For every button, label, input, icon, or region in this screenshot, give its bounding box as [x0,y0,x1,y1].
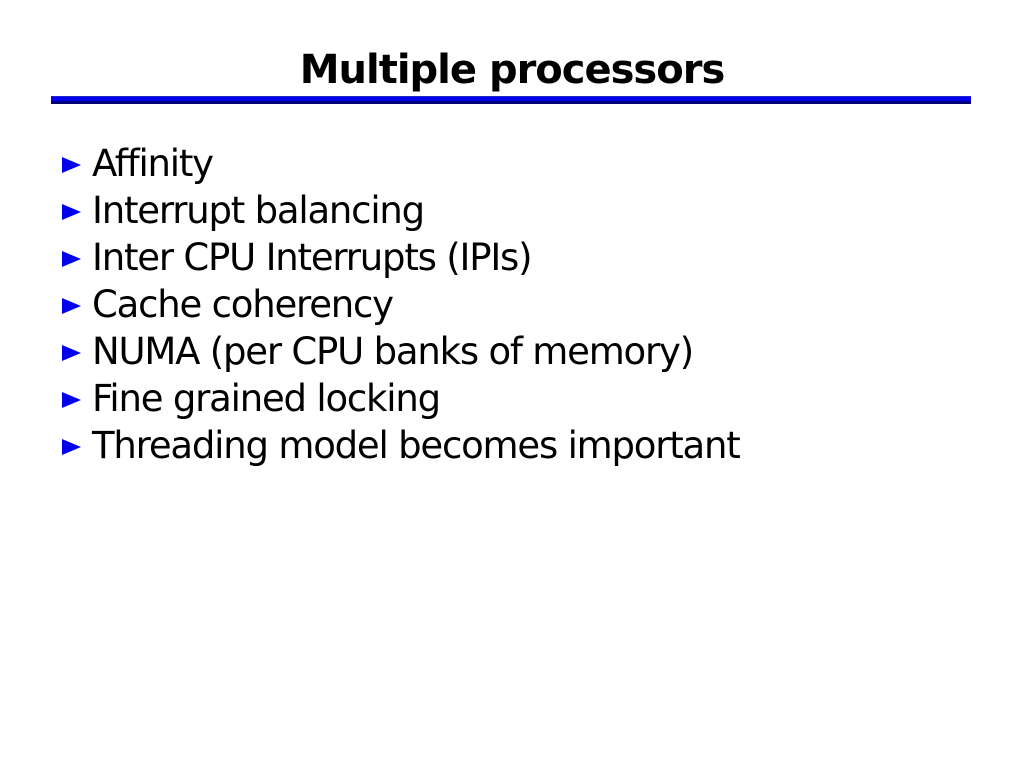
triangle-right-icon [62,250,81,267]
bullet-item: Inter CPU Interrupts (IPIs) [62,234,740,281]
bullet-text: Threading model becomes important [92,424,741,467]
bullet-item: Cache coherency [62,281,740,328]
bullet-text: Fine grained locking [92,377,441,420]
bullet-list: Affinity Interrupt balancing Inter CPU I… [62,140,741,469]
bullet-text: NUMA (per CPU banks of memory) [92,330,694,373]
triangle-right-icon [62,391,81,408]
bullet-item: Fine grained locking [62,375,740,422]
bullet-text: Cache coherency [92,283,394,326]
triangle-right-icon [62,438,81,455]
triangle-right-icon [62,156,81,173]
bullet-text: Inter CPU Interrupts (IPIs) [92,236,533,279]
bullet-item: Affinity [62,140,740,187]
bullet-item: NUMA (per CPU banks of memory) [62,328,740,375]
bullet-text: Affinity [92,142,214,185]
triangle-right-icon [62,344,81,361]
triangle-right-icon [62,203,81,220]
triangle-right-icon [62,297,81,314]
title-rule [51,96,971,104]
slide-title: Multiple processors [299,47,726,93]
bullet-item: Interrupt balancing [62,187,740,234]
bullet-item: Threading model becomes important [62,422,741,469]
bullet-text: Interrupt balancing [92,189,425,232]
